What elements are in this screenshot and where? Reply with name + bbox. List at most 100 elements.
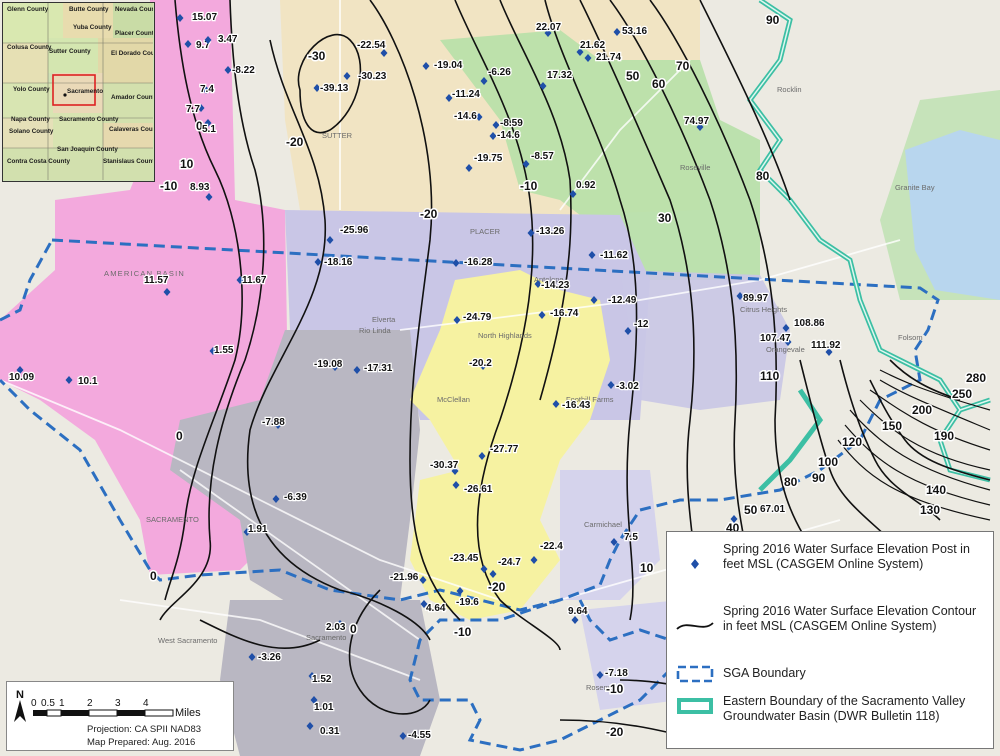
elevation-post-label: 7.5 — [624, 532, 638, 543]
elevation-post-marker — [380, 49, 388, 57]
elevation-post-label: -3.26 — [258, 652, 281, 663]
elevation-post-marker — [613, 28, 621, 36]
contour-label: -10 — [160, 179, 178, 193]
place-label: Roseville — [680, 163, 710, 172]
contour-label: 0 — [350, 622, 357, 636]
contour-label: 140 — [926, 483, 946, 497]
contour-label: 30 — [658, 211, 672, 225]
diamond-point-icon — [691, 559, 699, 569]
elevation-post-marker — [538, 311, 546, 319]
elevation-post-marker — [624, 327, 632, 335]
valley-boundary-inner — [749, 0, 991, 481]
elevation-post-label: 9.64 — [568, 606, 588, 617]
elevation-post-label: -8.59 — [500, 118, 523, 129]
elevation-post-label: 8.93 — [190, 182, 210, 193]
elevation-post-label: 7.4 — [200, 84, 214, 95]
place-label: McClellan — [437, 395, 470, 404]
elevation-post-label: -8.22 — [232, 65, 255, 76]
projection-note: Projection: CA SPII NAD83 — [87, 724, 202, 735]
contour-lines — [159, 0, 991, 741]
elevation-post-label: -19.6 — [456, 597, 479, 608]
place-label: PLACER — [470, 227, 501, 236]
elevation-post-label: 74.97 — [684, 116, 709, 127]
elevation-post-label: 22.07 — [536, 22, 561, 33]
elevation-post-marker — [204, 119, 212, 127]
contour-label: 0 — [176, 429, 183, 443]
contour-labels: 9070605030-30-20-10-20010-10801101201502… — [149, 12, 988, 741]
elevation-post-label: -27.77 — [490, 444, 519, 455]
place-label: Granite Bay — [895, 183, 935, 192]
contour-label: -10 — [520, 179, 538, 193]
elevation-post-label: -6.39 — [284, 492, 307, 503]
elevation-post-label: -3.02 — [616, 381, 639, 392]
inset-county-label: Sutter County — [49, 48, 91, 55]
elevation-post-marker — [452, 259, 460, 267]
elevation-post-marker — [456, 587, 464, 595]
legend-text-contour: Spring 2016 Water Surface Elevation Cont… — [723, 604, 977, 633]
elevation-post-marker — [197, 104, 205, 112]
legend-text-sga: SGA Boundary — [723, 666, 806, 680]
elevation-post-label: 108.86 — [794, 318, 825, 329]
elevation-post-marker — [696, 123, 704, 131]
legend-item-posts: Spring 2016 Water Surface Elevation Post… — [667, 540, 993, 588]
green-region — [440, 30, 760, 280]
elevation-post-marker — [451, 467, 459, 475]
elevation-post-label: -14.23 — [541, 280, 570, 291]
elevation-post-label: 111.92 — [811, 340, 841, 351]
scale-tick-4: 4 — [143, 698, 149, 709]
contour-label: 0 — [150, 569, 157, 583]
elevation-post-label: -39.13 — [320, 83, 349, 94]
place-label: Rocklin — [777, 85, 802, 94]
contour-label: 200 — [912, 403, 932, 417]
elevation-post-marker — [544, 29, 552, 37]
place-label: Carmichael — [584, 520, 622, 529]
purple-region-east — [620, 270, 790, 410]
place-label: Folsom — [898, 333, 923, 342]
elevation-post-label: 21.62 — [580, 40, 605, 51]
elevation-post-label: 1.52 — [312, 674, 332, 685]
yellow-region — [410, 270, 610, 620]
elevation-post-label: 17.32 — [547, 70, 572, 81]
elevation-post-label: -4.55 — [408, 730, 431, 741]
elevation-post-marker — [343, 72, 351, 80]
elevation-post-marker — [163, 288, 171, 296]
contour-label: -20 — [488, 580, 506, 594]
scale-bar-box: N 0 0.5 1 2 3 4 Miles Projection: CA SPI… — [6, 681, 234, 751]
elevation-post-marker — [782, 324, 790, 332]
elevation-post-label: -14.6 — [454, 111, 477, 122]
elevation-post-label: 21.74 — [596, 52, 621, 63]
place-label: Citrus Heights — [740, 305, 787, 314]
inset-county-label: Napa County — [11, 116, 50, 123]
elevation-post-label: 0.31 — [320, 726, 340, 737]
place-label: SUTTER — [322, 131, 353, 140]
scale-unit: Miles — [175, 707, 201, 719]
elevation-post-label: -8.57 — [531, 151, 554, 162]
folsom-lake — [905, 130, 1000, 300]
elevation-post-marker — [236, 276, 244, 284]
elevation-post-marker — [465, 164, 473, 172]
elevation-post-marker — [584, 54, 592, 62]
elevation-post-label: 1.01 — [314, 702, 334, 713]
elevation-post-marker — [527, 229, 535, 237]
elevation-post-marker — [65, 376, 73, 384]
contour-label: 10 — [640, 561, 654, 575]
contour-label: 70 — [676, 59, 690, 73]
elevation-post-marker — [331, 363, 339, 371]
elevation-post-label: -23.45 — [450, 553, 479, 564]
dashed-box-icon — [676, 665, 714, 683]
contour-label: 60 — [652, 77, 666, 91]
elevation-post-marker — [274, 421, 282, 429]
elevation-post-label: 3.47 — [218, 34, 238, 45]
elevation-post-label: 107.47 — [760, 333, 791, 344]
legend-item-contour: Spring 2016 Water Surface Elevation Cont… — [667, 602, 993, 650]
gray-region-south — [220, 600, 440, 756]
sga-boundary — [0, 238, 940, 752]
elevation-post-label: 1.55 — [214, 345, 234, 356]
contour-label: 130 — [920, 503, 940, 517]
elevation-post-label: -25.96 — [340, 225, 369, 236]
elevation-post-marker — [480, 77, 488, 85]
valley-boundary-south — [758, 388, 824, 492]
inset-county-label: Calaveras County — [109, 126, 153, 133]
